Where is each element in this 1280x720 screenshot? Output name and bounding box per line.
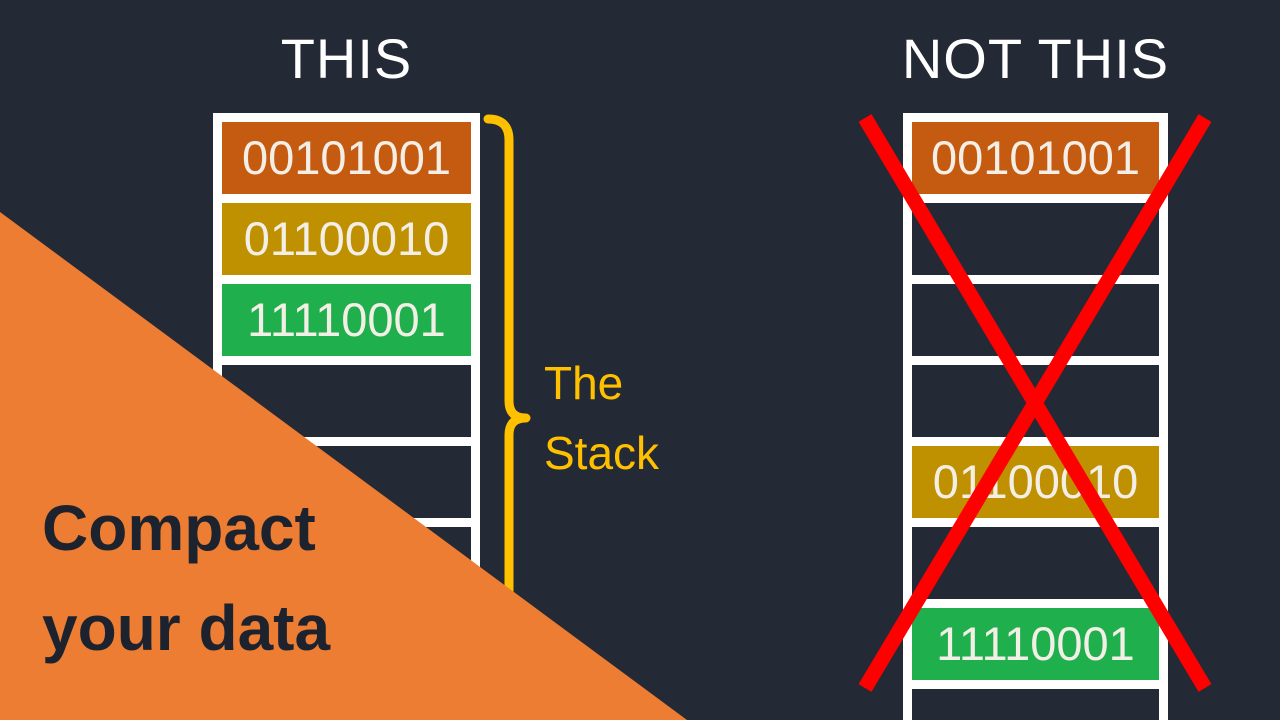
stack-cell-filled: 01100010: [222, 203, 471, 275]
stack-cell-empty: [912, 365, 1159, 437]
stack-cell-empty: [912, 284, 1159, 356]
stack-label-line1: The: [544, 357, 624, 409]
stack-label: The Stack: [544, 348, 659, 488]
banner-line1: Compact: [42, 492, 316, 564]
stack-cell-empty: [912, 527, 1159, 599]
left-panel-title: THIS: [280, 27, 413, 90]
fragmented-stack-diagram: 00101001 01100010 11110001: [903, 113, 1168, 720]
right-panel-title: NOT THIS: [901, 27, 1170, 90]
stack-cell-filled: 00101001: [912, 122, 1159, 194]
stack-cell-filled: 11110001: [222, 284, 471, 356]
stack-cell-empty: [912, 689, 1159, 720]
banner-text: Compact your data: [42, 478, 330, 678]
stack-cell-filled: 01100010: [912, 446, 1159, 518]
stack-cell-empty: [912, 203, 1159, 275]
banner-line2: your data: [42, 592, 331, 664]
stack-cell-filled: 11110001: [912, 608, 1159, 680]
stack-label-line2: Stack: [544, 427, 660, 479]
stack-cell-filled: 00101001: [222, 122, 471, 194]
